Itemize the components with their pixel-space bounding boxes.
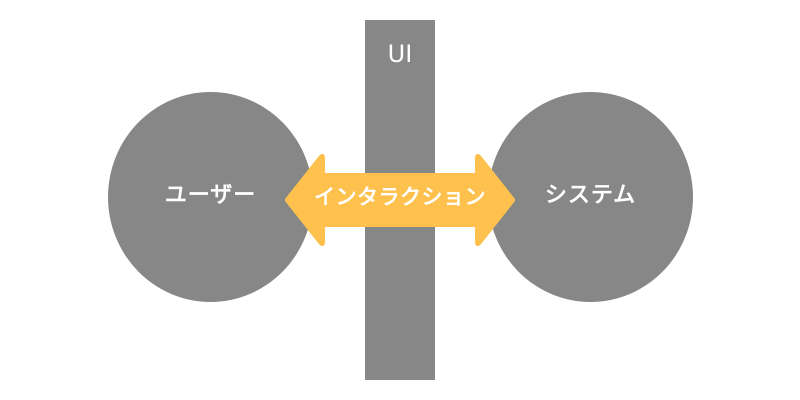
user-circle: ユーザー — [108, 92, 313, 302]
interaction-label: インタラクション — [314, 185, 486, 209]
ui-label: UI — [387, 40, 413, 68]
double-arrow-shape — [285, 154, 515, 246]
system-circle: システム — [488, 92, 693, 302]
system-label: システム — [544, 183, 637, 208]
user-label: ユーザー — [164, 183, 257, 208]
